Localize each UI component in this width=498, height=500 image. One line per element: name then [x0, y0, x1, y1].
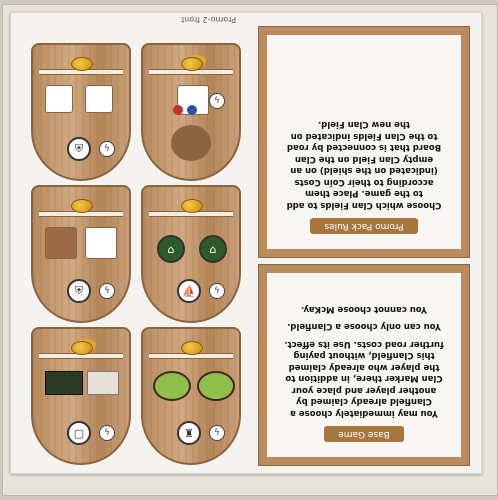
coin-icon	[71, 199, 93, 213]
coin-icon	[181, 341, 203, 355]
field-tile-icon	[87, 371, 119, 395]
promo-rules-panel: Promo Pack Rules Choose which Clan Field…	[258, 26, 470, 258]
promo-rules-title: Promo Pack Rules	[310, 218, 418, 234]
tent-icon: ⌂	[199, 235, 227, 263]
ship-icon: ⛵	[177, 279, 201, 303]
crown-icon: ♜	[177, 421, 201, 445]
base-game-panel: Base Game You may immediately choose a C…	[258, 264, 470, 466]
field-tile-icon	[45, 371, 83, 395]
lightning-icon: ϟ	[209, 283, 225, 299]
lightning-icon: ϟ	[99, 283, 115, 299]
empty-slot-icon	[171, 125, 211, 161]
barrel-icon: ▢	[67, 421, 91, 445]
lightning-icon: ϟ	[209, 425, 225, 441]
promo-card: Promo-2 front ⛨ ϟ ϟ ⛨ ϟ ⌂ ⌂ ⛵ ϟ	[10, 12, 482, 474]
clan-field-tile-5: ▢ ϟ	[31, 327, 131, 465]
clan-field-tile-3: ⛨ ϟ	[31, 185, 131, 323]
coin-icon	[181, 57, 203, 71]
whisky-icon	[197, 371, 235, 401]
coin-icon	[71, 341, 93, 355]
clan-field-tile-6: ♜ ϟ	[141, 327, 241, 465]
clan-field-tile-4: ⌂ ⌂ ⛵ ϟ	[141, 185, 241, 323]
tent-icon: ⌂	[157, 235, 185, 263]
cow-icon	[45, 227, 77, 259]
blue-token-icon	[187, 105, 197, 115]
base-game-note-1: You can only choose a Clanfield.	[287, 321, 441, 332]
base-game-title: Base Game	[324, 426, 404, 442]
lightning-icon: ϟ	[209, 93, 225, 109]
base-game-text: You may immediately choose a Clanfield a…	[284, 339, 444, 418]
promo-rules-text: Choose which Clan Fields to add to the g…	[286, 119, 442, 211]
red-token-icon	[173, 105, 183, 115]
lightning-icon: ϟ	[99, 141, 115, 157]
coin-icon	[71, 57, 93, 71]
card-icon	[85, 85, 113, 113]
clan-field-tile-2: ϟ	[141, 43, 241, 181]
shield-icon: ⛨	[67, 137, 91, 161]
coin-icon	[181, 199, 203, 213]
card-icon	[45, 85, 73, 113]
lightning-icon: ϟ	[99, 425, 115, 441]
shield-icon	[85, 227, 117, 259]
clan-field-tile-1: ⛨ ϟ	[31, 43, 131, 181]
card-label: Promo-2 front	[181, 15, 237, 24]
base-game-note-2: You cannot choose McKay.	[300, 304, 428, 314]
shield-icon: ⛨	[67, 279, 91, 303]
whisky-icon	[153, 371, 191, 401]
